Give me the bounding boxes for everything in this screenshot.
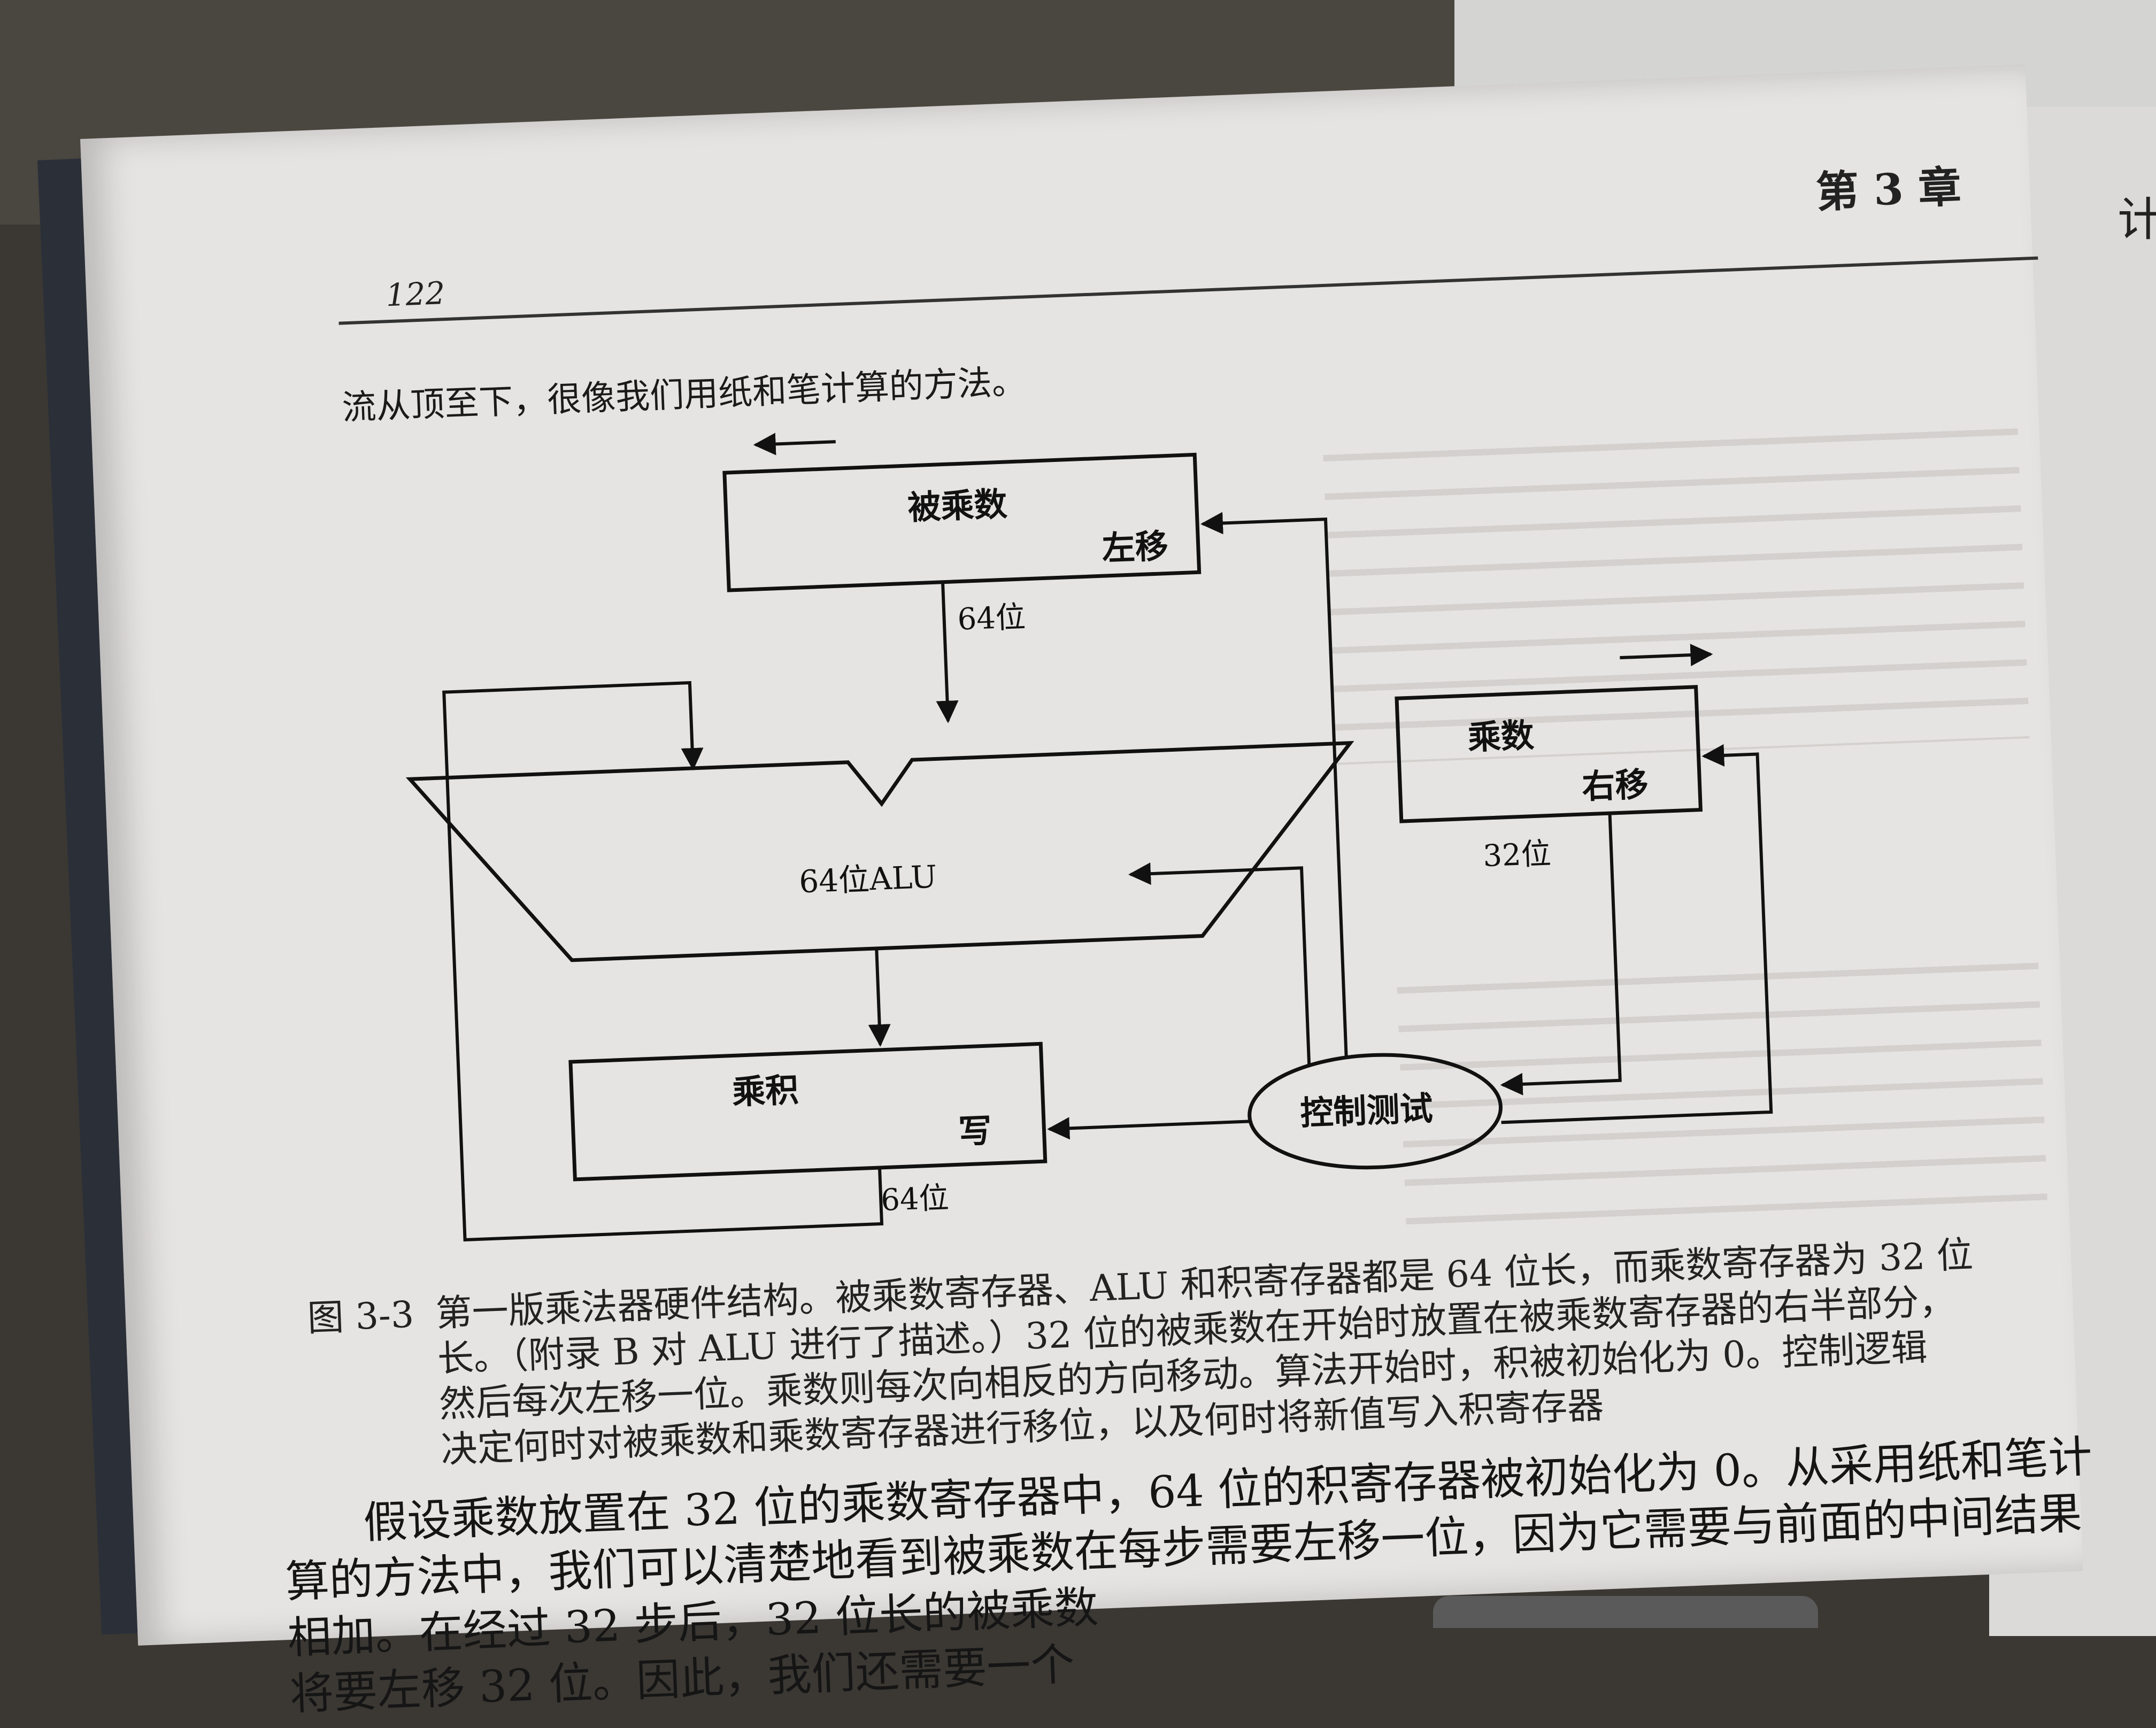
multiplicand-register [722, 452, 1202, 592]
multiplier-label: 乘数 [1467, 715, 1535, 757]
page-number: 122 [385, 275, 446, 314]
multiplier-width: 32位 [1482, 836, 1552, 874]
figure-id: 图 3-3 [306, 1293, 415, 1340]
multiplier-hardware-diagram: 被乘数 左移 64位 64位ALU 乘积 写 64位 乘数 右移 32位 控制测… [405, 433, 1773, 1242]
watermark-strip [1433, 1596, 1818, 1628]
product-width: 64位 [880, 1181, 950, 1218]
product-register [568, 1042, 1048, 1182]
control-to-multiplicand-path [1200, 512, 1348, 1056]
control-to-multiplier-path [1501, 744, 1773, 1124]
multiplicand-label: 被乘数 [907, 484, 1008, 527]
book-page: 第 3 章 122 流从顶至下，很像我们用纸和笔计算的方法。 被乘数 左移 64… [80, 64, 2093, 1720]
multiplicand-to-alu-arrow [936, 582, 959, 723]
multiplier-op: 右移 [1581, 765, 1649, 806]
product-feedback-path [442, 681, 884, 1242]
multiplier-register [1395, 685, 1703, 823]
multiplicand-width: 64位 [957, 600, 1026, 637]
product-op: 写 [958, 1111, 992, 1151]
chapter-heading: 第 3 章 [1815, 161, 1962, 218]
multiplicand-op: 左移 [1101, 526, 1169, 568]
control-to-product-arrow [1047, 1117, 1250, 1140]
alu-shape [405, 740, 1354, 962]
shift-right-indicator [1620, 644, 1713, 667]
alu-to-product-arrow [868, 948, 891, 1047]
multiplier-to-control-path [1500, 813, 1622, 1096]
product-label: 乘积 [732, 1070, 799, 1112]
control-test-label: 控制测试 [1299, 1089, 1434, 1132]
right-page-fragment: 计 [2118, 193, 2156, 246]
control-to-alu-path [1128, 862, 1311, 1066]
header-rule [338, 256, 2038, 325]
alu-label: 64位ALU [798, 859, 937, 900]
shift-left-indicator [753, 433, 836, 456]
control-test-unit [1248, 1053, 1503, 1170]
